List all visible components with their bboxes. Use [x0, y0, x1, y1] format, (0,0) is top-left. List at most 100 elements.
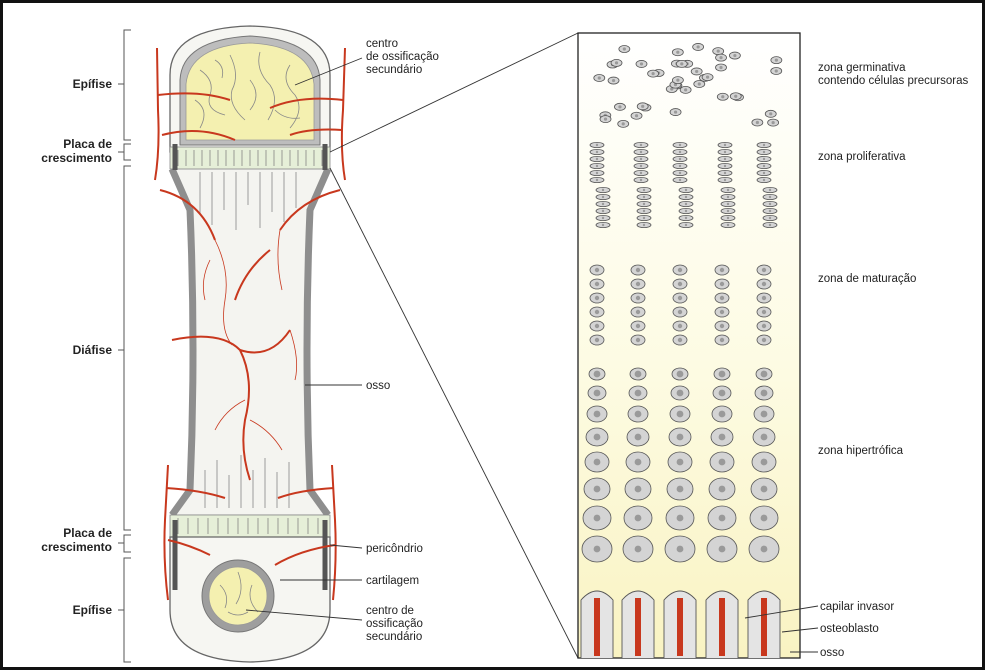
invading-capillaries [581, 591, 780, 658]
cell-nucleus [719, 66, 722, 69]
cell-nucleus [685, 203, 687, 205]
cell-nucleus [769, 112, 772, 115]
cell-nucleus [695, 70, 698, 73]
cell-nucleus [615, 61, 618, 64]
cell-nucleus [719, 486, 726, 493]
cell-nucleus [598, 76, 601, 79]
cell-nucleus [763, 165, 765, 167]
capillary [761, 598, 767, 656]
label-osteoblasto: osteoblasto [820, 623, 879, 635]
cell-nucleus [643, 224, 645, 226]
cell-nucleus [596, 172, 598, 174]
cell-nucleus [623, 47, 626, 50]
cortical-bone-left [172, 169, 193, 515]
cell-nucleus [761, 371, 768, 378]
growth-plate-detail-panel [578, 33, 800, 658]
cell-nucleus [769, 189, 771, 191]
cell-nucleus [594, 390, 601, 397]
cell-nucleus [594, 434, 601, 441]
cell-nucleus [640, 179, 642, 181]
cell-nucleus [679, 144, 681, 146]
cell-nucleus [677, 459, 684, 466]
cell-nucleus [595, 268, 599, 272]
cell-nucleus [643, 217, 645, 219]
cell-nucleus [762, 324, 766, 328]
cell-nucleus [635, 434, 642, 441]
bottom-ossification-center [209, 567, 267, 625]
cell-nucleus [677, 411, 684, 418]
label-centro-top-2: de ossificação [366, 51, 439, 63]
cell-nucleus [643, 189, 645, 191]
cell-nucleus [756, 121, 759, 124]
cell-nucleus [679, 172, 681, 174]
cell-nucleus [679, 151, 681, 153]
cell-nucleus [727, 217, 729, 219]
cell-nucleus [761, 515, 768, 522]
cell-nucleus [596, 165, 598, 167]
cell-nucleus [596, 179, 598, 181]
cell-nucleus [775, 59, 778, 62]
zoom-connector-lines [330, 33, 578, 658]
cell-nucleus [762, 282, 766, 286]
cell-nucleus [636, 338, 640, 342]
cell-nucleus [679, 165, 681, 167]
cell-nucleus [594, 411, 601, 418]
cell-nucleus [677, 434, 684, 441]
label-zona-maturacao: zona de maturação [818, 273, 916, 285]
cell-nucleus [724, 165, 726, 167]
label-zona-hipertrofica: zona hipertrófica [818, 445, 904, 457]
label-centro-top-1: centro [366, 38, 398, 50]
cell-nucleus [761, 411, 768, 418]
cell-nucleus [635, 486, 642, 493]
cell-nucleus [762, 338, 766, 342]
cell-nucleus [635, 459, 642, 466]
cell-nucleus [602, 196, 604, 198]
cell-nucleus [761, 486, 768, 493]
cell-nucleus [733, 54, 736, 57]
cell-nucleus [635, 411, 642, 418]
cell-nucleus [640, 151, 642, 153]
cell-nucleus [761, 434, 768, 441]
cell-nucleus [762, 296, 766, 300]
capillary [635, 598, 641, 656]
cell-nucleus [602, 210, 604, 212]
label-centro-bottom-3: secundário [366, 631, 422, 643]
cell-nucleus [652, 72, 655, 75]
cell-nucleus [769, 210, 771, 212]
cell-nucleus [643, 210, 645, 212]
cell-nucleus [727, 196, 729, 198]
cell-nucleus [761, 459, 768, 466]
cell-nucleus [724, 144, 726, 146]
cell-nucleus [769, 196, 771, 198]
cell-nucleus [595, 324, 599, 328]
cell-nucleus [677, 515, 684, 522]
label-diafise: Diáfise [73, 343, 113, 357]
label-cartilagem: cartilagem [366, 575, 419, 587]
cell-nucleus [678, 296, 682, 300]
cell-nucleus [595, 282, 599, 286]
cell-nucleus [595, 310, 599, 314]
cell-nucleus [640, 172, 642, 174]
cell-nucleus [602, 217, 604, 219]
cell-nucleus [719, 56, 722, 59]
cell-nucleus [640, 165, 642, 167]
label-pericondrio: pericôndrio [366, 543, 423, 555]
cell-nucleus [594, 546, 601, 553]
cell-nucleus [761, 390, 768, 397]
cell-nucleus [636, 324, 640, 328]
cell-nucleus [596, 151, 598, 153]
cell-nucleus [719, 515, 726, 522]
cell-nucleus [719, 411, 726, 418]
cell-nucleus [640, 62, 643, 65]
cell-nucleus [698, 82, 701, 85]
cell-nucleus [697, 45, 700, 48]
cell-nucleus [720, 338, 724, 342]
cell-nucleus [594, 486, 601, 493]
cell-nucleus [724, 151, 726, 153]
cell-nucleus [727, 224, 729, 226]
cell-nucleus [727, 203, 729, 205]
cell-nucleus [685, 217, 687, 219]
cell-nucleus [685, 189, 687, 191]
cell-nucleus [763, 158, 765, 160]
